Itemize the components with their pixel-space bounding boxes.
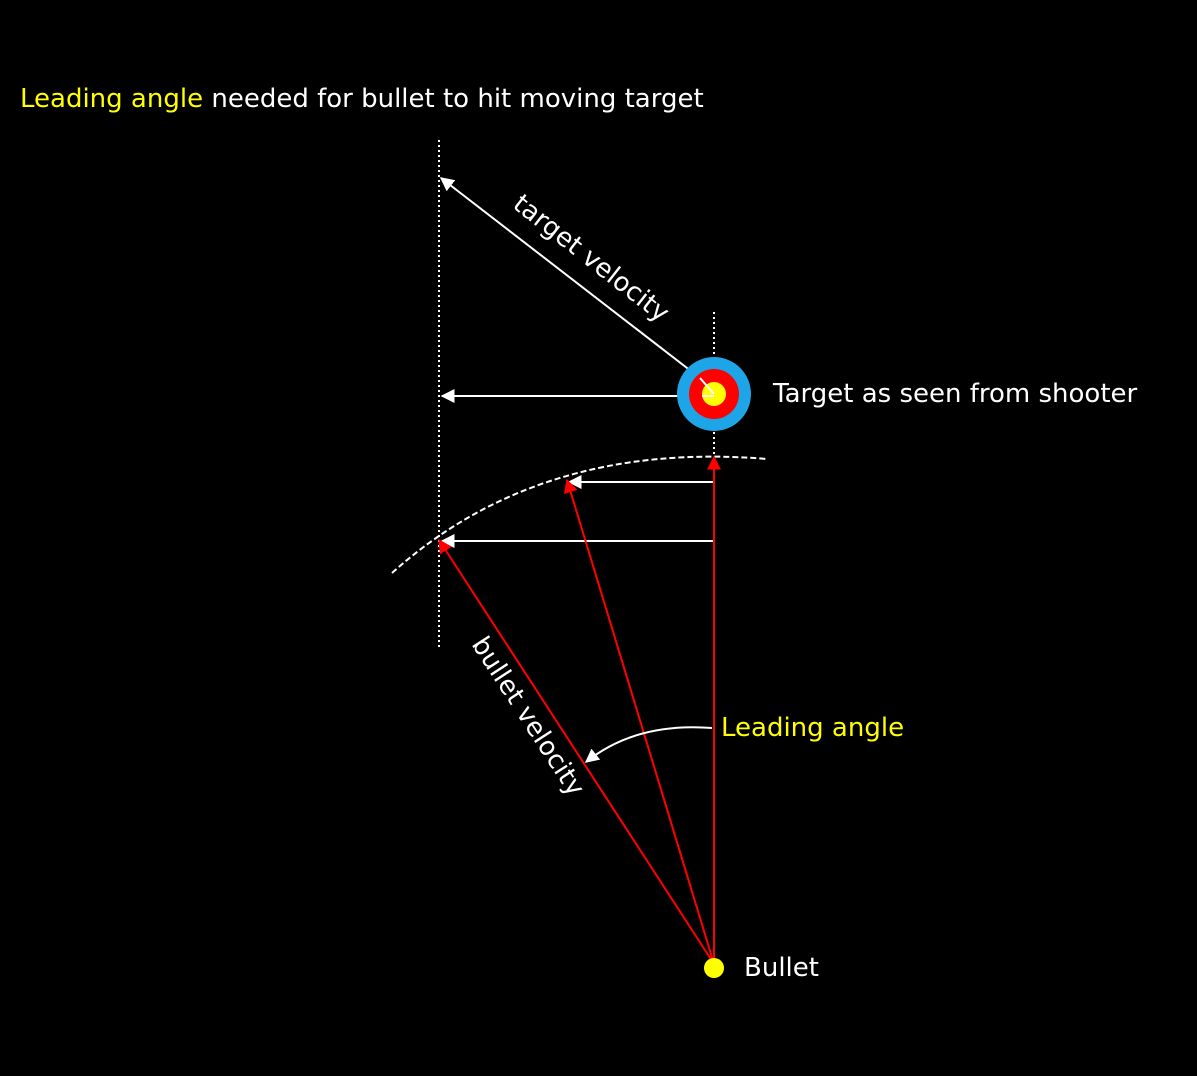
bullet-velocity-arrow	[438, 538, 715, 965]
target-velocity-arrow	[439, 177, 701, 379]
leading-angle-curved-arrow	[584, 726, 713, 763]
target-label: Target as seen from shooter	[772, 379, 1138, 409]
diagram-title: Leading angle needed for bullet to hit m…	[20, 84, 704, 114]
title-highlight: Leading angle	[20, 84, 203, 114]
bullet-path-intermediate	[563, 478, 715, 965]
target-velocity-arrow-origin	[699, 377, 715, 395]
target-velocity-label: target velocity	[507, 189, 674, 329]
bullet-velocity-label: bullet velocity	[465, 632, 590, 802]
bullet-icon	[704, 958, 724, 978]
bullet-label: Bullet	[744, 953, 819, 983]
leading-angle-label: Leading angle	[721, 713, 904, 743]
title-rest: needed for bullet to hit moving target	[203, 84, 704, 114]
